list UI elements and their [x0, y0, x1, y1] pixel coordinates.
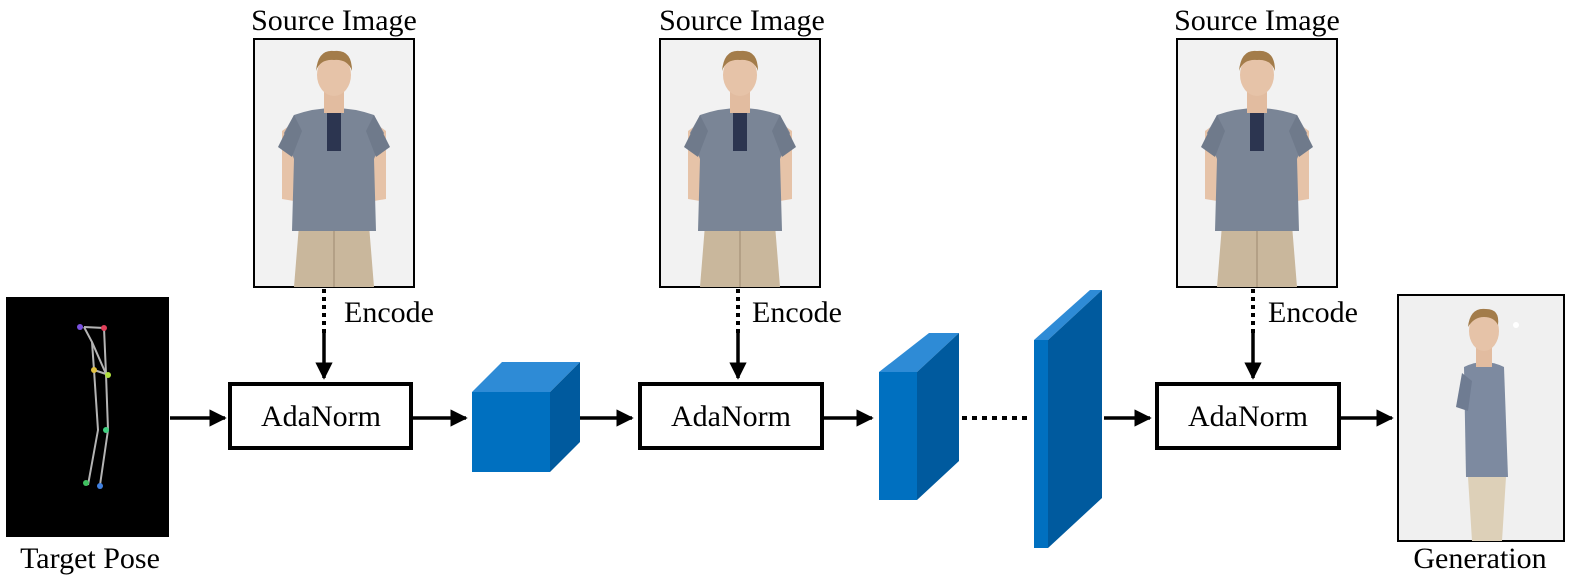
encode-label-1: Encode	[344, 296, 434, 329]
generation-label: Generation	[1413, 542, 1546, 575]
source-image-3	[1176, 38, 1338, 288]
feature-block-2	[879, 333, 959, 500]
source-image-label-1: Source Image	[251, 4, 417, 37]
feature-block-1	[472, 362, 580, 472]
adanorm-box-1: AdaNorm	[228, 382, 413, 450]
source-image-2	[659, 38, 821, 288]
adanorm-box-3: AdaNorm	[1155, 382, 1341, 450]
source-image-label-3: Source Image	[1174, 4, 1340, 37]
target-pose-label: Target Pose	[20, 542, 160, 575]
encode-label-3: Encode	[1268, 296, 1358, 329]
adanorm-box-2: AdaNorm	[638, 382, 824, 450]
encode-label-2: Encode	[752, 296, 842, 329]
adanorm-label-1: AdaNorm	[261, 400, 381, 433]
adanorm-label-3: AdaNorm	[1188, 400, 1308, 433]
adanorm-label-2: AdaNorm	[671, 400, 791, 433]
target-pose-image	[6, 297, 169, 537]
source-image-1	[253, 38, 415, 288]
generation-image	[1397, 294, 1565, 542]
source-image-label-2: Source Image	[659, 4, 825, 37]
feature-block-3	[1034, 290, 1102, 548]
